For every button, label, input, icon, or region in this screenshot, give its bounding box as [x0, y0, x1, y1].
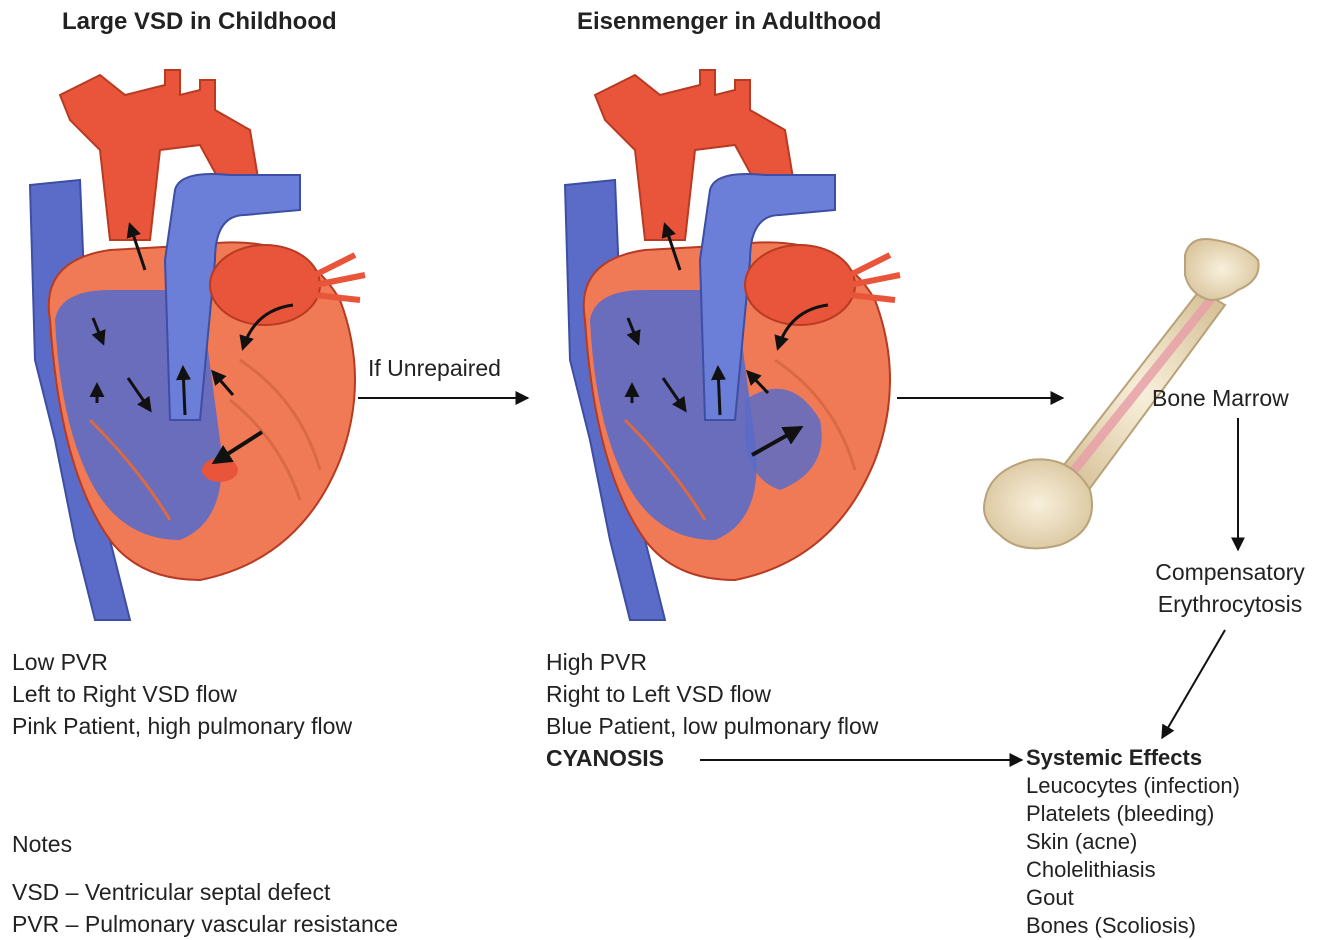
adulthood-line-2: Right to Left VSD flow	[546, 678, 878, 710]
erythrocytosis-label: Compensatory Erythrocytosis	[1138, 556, 1322, 620]
erythrocytosis-line-1: Compensatory	[1138, 556, 1322, 588]
childhood-line-1: Low PVR	[12, 646, 352, 678]
systemic-effect-item: Leucocytes (infection)	[1026, 772, 1240, 800]
bone-marrow-label: Bone Marrow	[1152, 382, 1289, 414]
erythrocytosis-line-2: Erythrocytosis	[1138, 588, 1322, 620]
childhood-line-3: Pink Patient, high pulmonary flow	[12, 710, 352, 742]
systemic-effect-item: Platelets (bleeding)	[1026, 800, 1240, 828]
childhood-description: Low PVR Left to Right VSD flow Pink Pati…	[12, 646, 352, 742]
systemic-effect-item: Gout	[1026, 884, 1240, 912]
heart-childhood-illustration	[30, 70, 365, 620]
systemic-effect-item: Bones (Scoliosis)	[1026, 912, 1240, 940]
note-vsd: VSD – Ventricular septal defect	[12, 876, 398, 908]
adulthood-line-3: Blue Patient, low pulmonary flow	[546, 710, 878, 742]
systemic-effects: Systemic Effects Leucocytes (infection) …	[1026, 744, 1240, 940]
notes-list: VSD – Ventricular septal defect PVR – Pu…	[12, 876, 398, 940]
systemic-effect-item: Skin (acne)	[1026, 828, 1240, 856]
adulthood-line-1: High PVR	[546, 646, 878, 678]
if-unrepaired-label: If Unrepaired	[368, 352, 501, 384]
heart-adulthood-illustration	[565, 70, 900, 620]
systemic-effect-item: Cholelithiasis	[1026, 856, 1240, 884]
childhood-line-2: Left to Right VSD flow	[12, 678, 352, 710]
adulthood-description: High PVR Right to Left VSD flow Blue Pat…	[546, 646, 878, 774]
cyanosis-label: CYANOSIS	[546, 742, 878, 774]
note-pvr: PVR – Pulmonary vascular resistance	[12, 908, 398, 940]
notes-heading: Notes	[12, 828, 72, 860]
erythrocytosis-to-effects-arrow	[1162, 630, 1225, 738]
systemic-effects-heading: Systemic Effects	[1026, 744, 1240, 772]
